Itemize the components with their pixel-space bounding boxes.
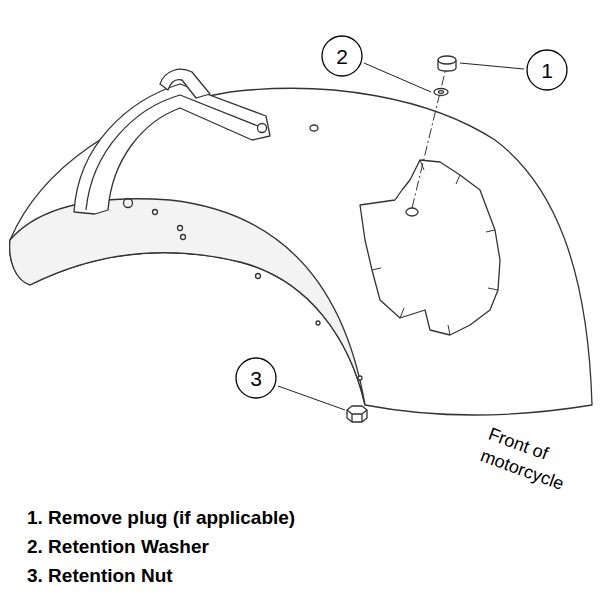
bracket-inner-edge	[86, 95, 258, 210]
retention-nut	[347, 406, 367, 422]
fender-hole	[178, 226, 183, 231]
fender-underside	[10, 199, 365, 405]
bracket-eyelet	[258, 124, 267, 133]
leader-line	[278, 386, 345, 410]
fender-hole	[316, 321, 320, 325]
retention-washer	[434, 89, 448, 96]
fender-hole	[153, 210, 158, 215]
patch-tick	[372, 160, 498, 335]
fender-shell	[10, 88, 592, 415]
fender-bracket	[74, 84, 270, 214]
callout-number: 2	[336, 46, 348, 67]
part-list-item: 1. Remove plug (if applicable)	[27, 507, 295, 529]
cutaway-patch	[360, 160, 500, 335]
callout-circle: 3	[235, 357, 277, 399]
plug	[438, 56, 456, 71]
fender-hole	[181, 235, 186, 240]
part-list-item: 3. Retention Nut	[27, 565, 173, 587]
callout-circle: 2	[321, 35, 363, 77]
fender-hole	[256, 274, 261, 279]
fender-hole	[310, 125, 318, 131]
orientation-note: Front of motorcycle	[478, 423, 595, 502]
mounting-hole	[406, 208, 418, 216]
part-list-item: 2. Retention Washer	[27, 536, 209, 558]
leader-line	[364, 63, 431, 92]
fender-hole	[358, 376, 362, 380]
callout-circle: 1	[526, 49, 568, 91]
callout-number: 1	[541, 60, 553, 81]
leader-line	[460, 63, 524, 69]
bracket-eyelet	[124, 199, 133, 208]
bracket-arm	[160, 69, 210, 98]
callout-number: 3	[250, 368, 262, 389]
